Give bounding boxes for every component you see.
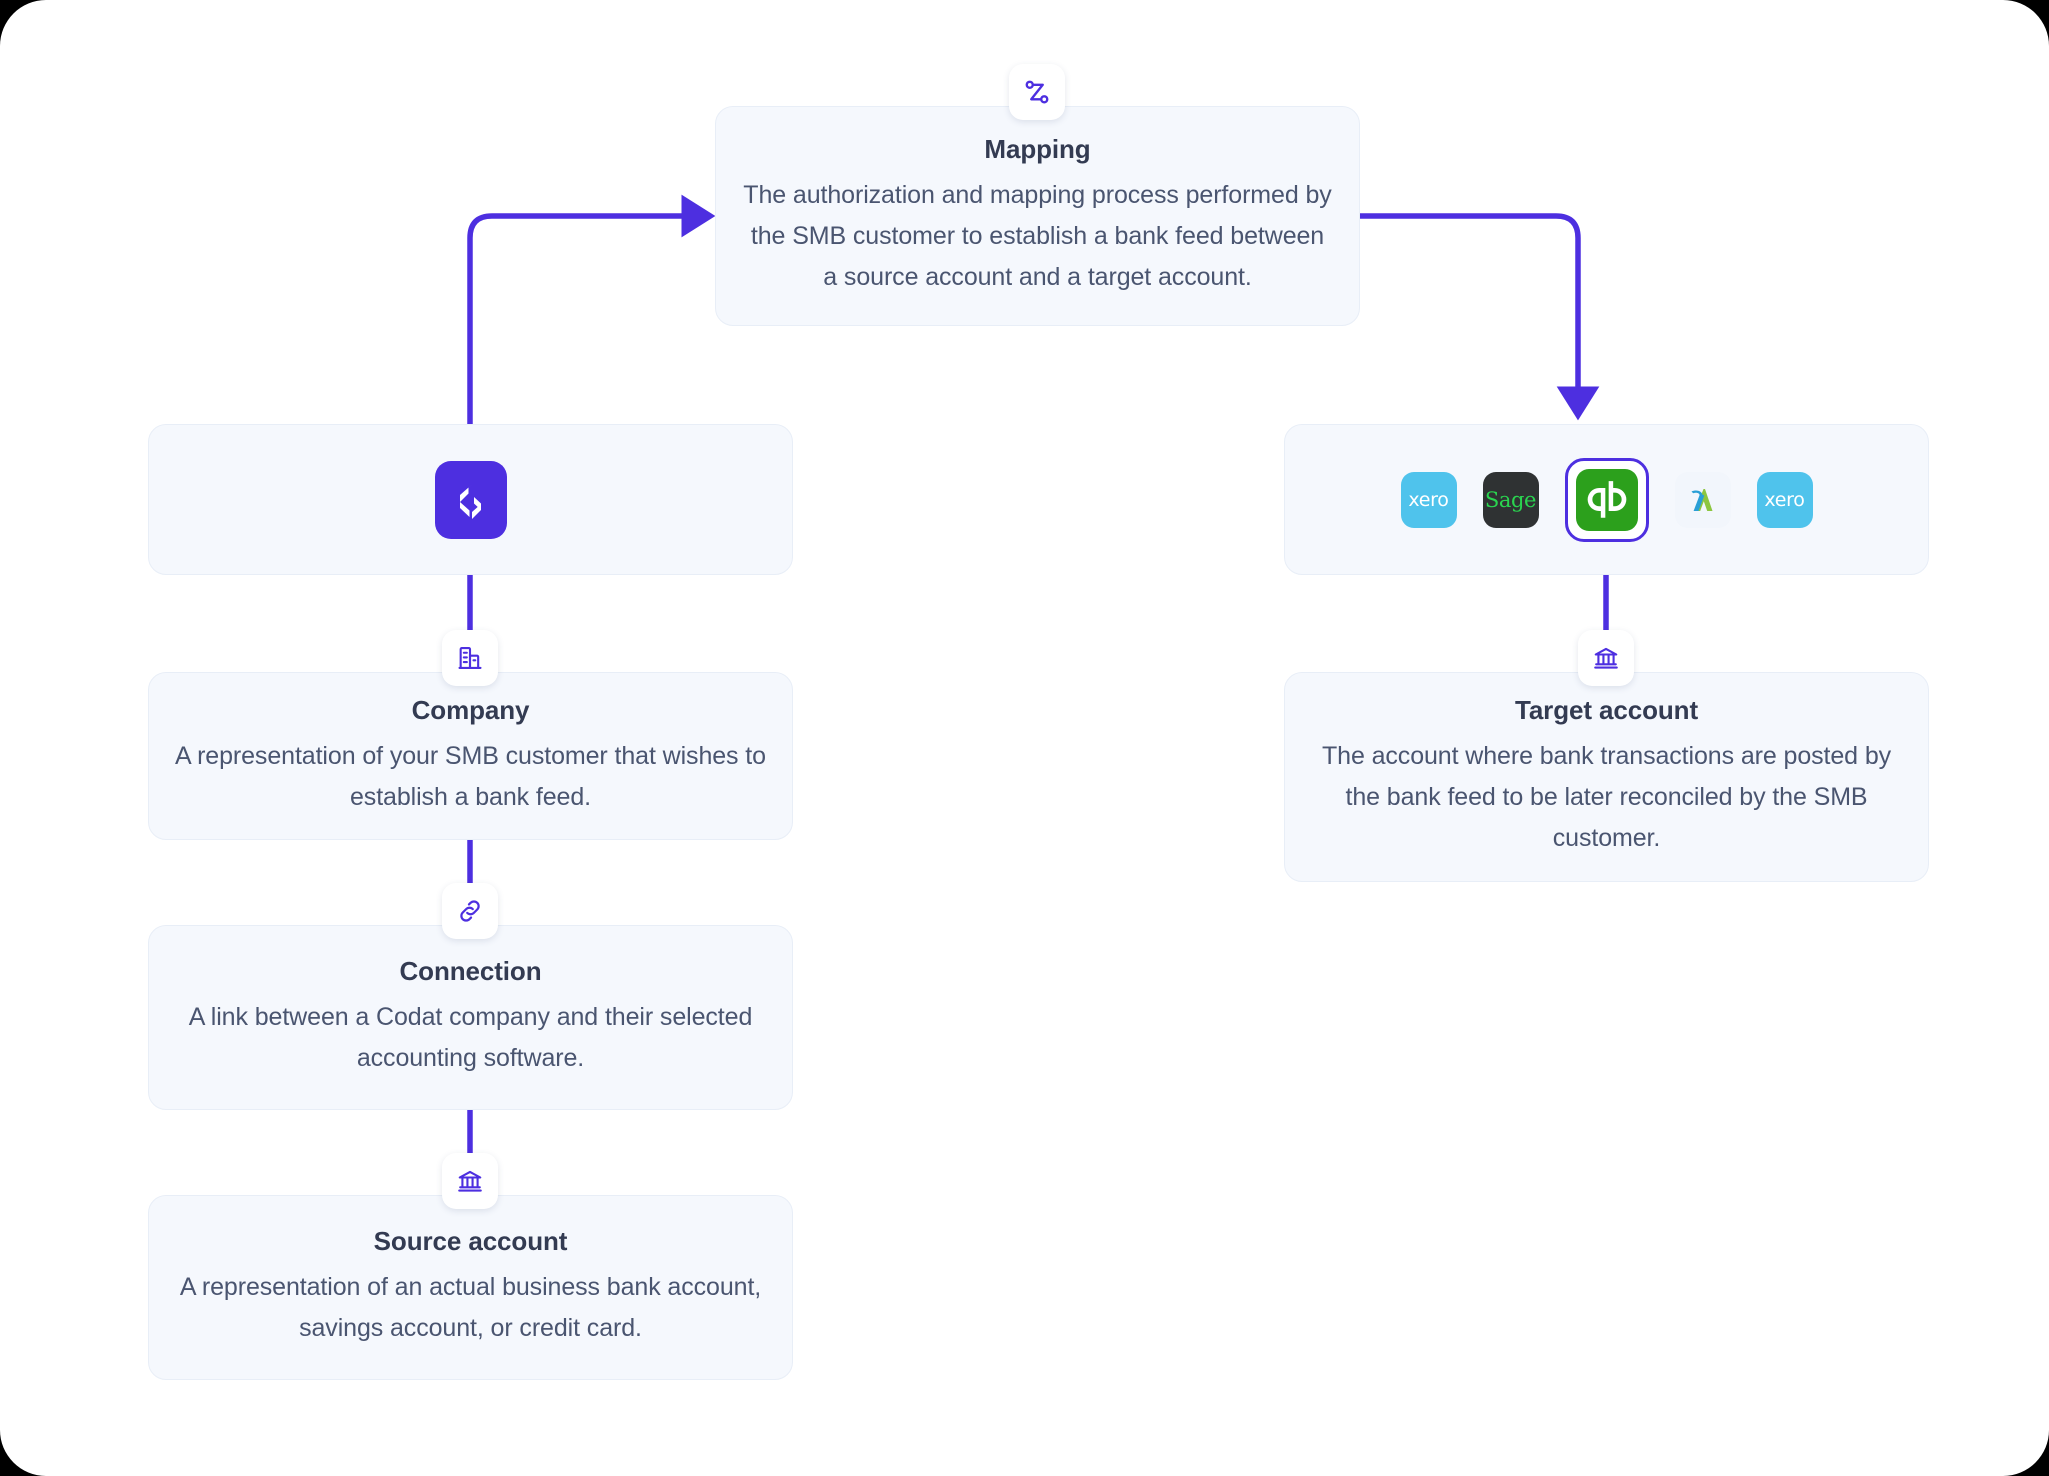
link-icon: [442, 883, 498, 939]
xero-logo-label: xero: [1764, 488, 1805, 511]
node-source-account-title: Source account: [373, 1226, 568, 1256]
codat-logo-icon: [434, 460, 507, 539]
node-codat[interactable]: [148, 424, 793, 575]
node-company[interactable]: Company A representation of your SMB cus…: [148, 672, 793, 840]
edge-mapping-to-platforms: [1357, 213, 1600, 421]
platform-logo-row: xero Sage: [1400, 457, 1813, 542]
sage-logo-label: Sage: [1484, 487, 1537, 512]
quickbooks-logo-icon: [1575, 468, 1638, 531]
node-source-account-description: A representation of an actual business b…: [179, 1273, 762, 1342]
bank-icon: [442, 1153, 498, 1209]
node-mapping-title: Mapping: [984, 134, 1091, 164]
xero-logo-icon[interactable]: xero: [1756, 471, 1813, 528]
freeagent-logo-icon[interactable]: [1674, 471, 1731, 528]
node-mapping-description: The authorization and mapping process pe…: [743, 181, 1332, 291]
node-mapping[interactable]: Mapping The authorization and mapping pr…: [715, 106, 1360, 326]
quickbooks-logo-selected[interactable]: [1564, 457, 1649, 542]
node-connection-description: A link between a Codat company and their…: [188, 1003, 753, 1072]
node-connection[interactable]: Connection A link between a Codat compan…: [148, 925, 793, 1110]
node-target-account-description: The account where bank transactions are …: [1321, 742, 1892, 852]
xero-logo-label: xero: [1408, 488, 1449, 511]
edge-codat-to-mapping: [467, 194, 716, 427]
node-connection-title: Connection: [399, 956, 542, 986]
mapping-route-icon: [1009, 64, 1065, 120]
bank-icon: [1578, 630, 1634, 686]
node-target-account[interactable]: Target account The account where bank tr…: [1284, 672, 1929, 882]
sage-logo-icon[interactable]: Sage: [1482, 471, 1539, 528]
node-company-title: Company: [411, 694, 530, 725]
building-icon: [442, 630, 498, 686]
node-source-account[interactable]: Source account A representation of an ac…: [148, 1195, 793, 1380]
node-company-description: A representation of your SMB customer th…: [175, 741, 766, 811]
node-target-account-title: Target account: [1514, 695, 1699, 725]
node-platforms[interactable]: xero Sage: [1284, 424, 1929, 575]
xero-logo-icon[interactable]: xero: [1400, 471, 1457, 528]
